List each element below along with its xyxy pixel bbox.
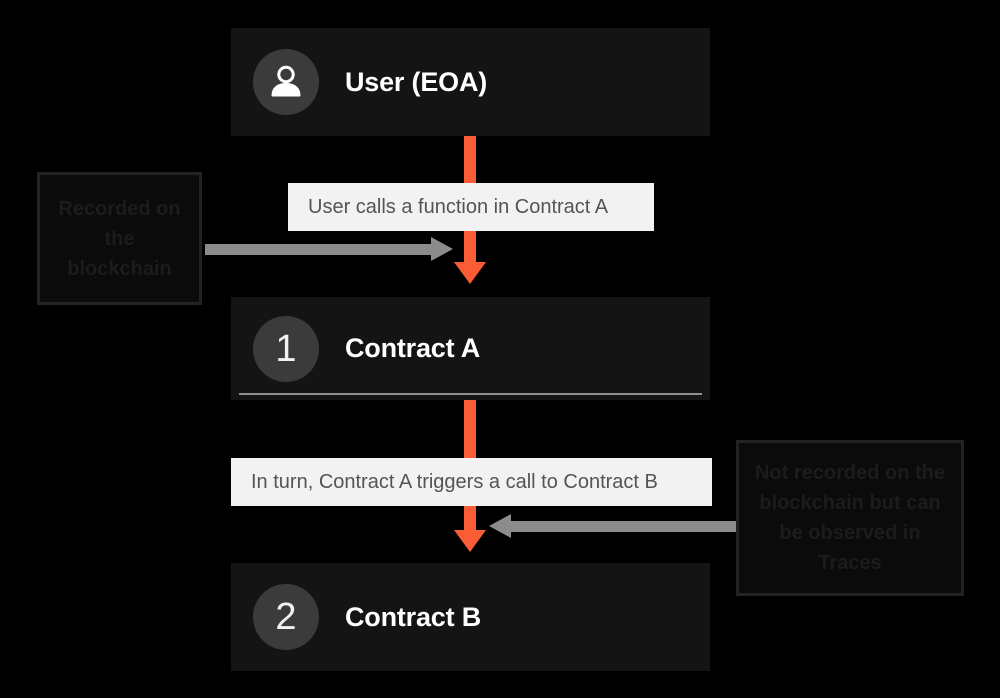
annotation-left-text: Recorded on the blockchain	[58, 197, 181, 280]
arrowhead-to-contract-b-icon	[454, 530, 486, 552]
caption-2-text: In turn, Contract A triggers a call to C…	[251, 470, 658, 493]
connector-arrowhead-right-icon	[431, 237, 453, 261]
connector-arrowhead-left-icon	[489, 514, 511, 538]
arrow-contract-a-to-caption2	[464, 400, 476, 458]
annotation-not-recorded-on-blockchain: Not recorded on the blockchain but can b…	[736, 440, 964, 596]
contract-b-number-badge: 2	[253, 584, 319, 650]
node-contract-a-label: Contract A	[345, 333, 481, 363]
contract-a-underline	[239, 393, 702, 395]
user-avatar-badge	[253, 49, 319, 115]
connector-shaft	[511, 521, 738, 532]
node-contract-a[interactable]: 1 Contract A	[231, 297, 710, 400]
contract-b-step-number: 2	[275, 596, 297, 638]
contract-a-number-badge: 1	[253, 315, 319, 382]
annotation-right-text: Not recorded on the blockchain but can b…	[754, 462, 945, 574]
arrow-user-to-caption1	[464, 136, 476, 188]
caption-user-calls-contract-a: User calls a function in Contract A	[288, 183, 654, 231]
node-contract-b[interactable]: 2 Contract B	[231, 563, 710, 671]
person-icon	[271, 65, 301, 97]
annotation-recorded-on-blockchain: Recorded on the blockchain	[37, 172, 202, 305]
arrowhead-to-contract-a-icon	[454, 262, 486, 284]
node-contract-b-label: Contract B	[345, 601, 482, 632]
contract-a-step-number: 1	[275, 327, 297, 370]
node-user-label: User (EOA)	[345, 66, 488, 97]
connector-shaft	[205, 244, 433, 255]
caption-1-text: User calls a function in Contract A	[308, 195, 609, 218]
caption-contract-a-triggers-contract-b: In turn, Contract A triggers a call to C…	[231, 458, 712, 506]
node-user[interactable]: User (EOA)	[231, 28, 710, 136]
